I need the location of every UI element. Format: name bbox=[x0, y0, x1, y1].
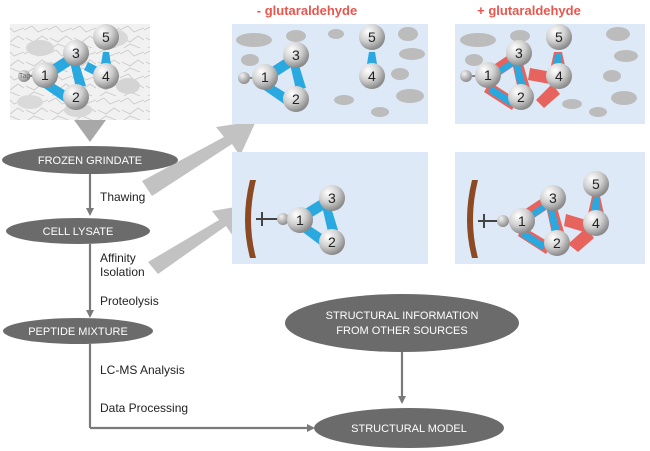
subunit-3-label: 3 bbox=[72, 45, 80, 61]
step-isolation: Isolation bbox=[100, 265, 145, 279]
panel-minus-bottom: 1 3 2 bbox=[232, 152, 428, 264]
cell-lysate-label: CELL LYSATE bbox=[43, 226, 114, 238]
affinity-bead-icon bbox=[245, 180, 256, 258]
panel-d-subunit-1: 1 bbox=[518, 213, 526, 229]
panel-d-subunit-5: 5 bbox=[592, 176, 600, 192]
panel-plus-bottom: 1 3 2 4 5 bbox=[455, 152, 645, 264]
frozen-grindate-node: FROZEN GRINDATE bbox=[2, 146, 178, 174]
step-lcms: LC-MS Analysis bbox=[100, 363, 185, 377]
down-wedge-icon bbox=[74, 120, 106, 142]
panel-a-subunit-3: 3 bbox=[292, 47, 300, 63]
step-affinity: Affinity bbox=[100, 251, 136, 265]
panel-c-subunit-1: 1 bbox=[296, 212, 304, 228]
panel-b-subunit-4: 4 bbox=[555, 68, 563, 84]
tag-label: Tag bbox=[19, 73, 30, 80]
wedge-arrow-bottom-icon bbox=[148, 205, 247, 274]
peptide-mixture-label: PEPTIDE MIXTURE bbox=[28, 326, 128, 338]
step-proteolysis: Proteolysis bbox=[100, 294, 159, 308]
plus-glutaraldehyde-title: + glutaraldehyde bbox=[477, 3, 581, 18]
panel-c-subunit-2: 2 bbox=[328, 234, 336, 250]
workflow-arrows bbox=[86, 172, 406, 432]
structural-model-label: STRUCTURAL MODEL bbox=[351, 423, 467, 435]
panel-a-subunit-5: 5 bbox=[368, 29, 376, 45]
step-data-processing: Data Processing bbox=[100, 401, 188, 415]
panel-a-subunit-1: 1 bbox=[261, 69, 269, 85]
structural-model-node: STRUCTURAL MODEL bbox=[314, 408, 504, 448]
panel-b-subunit-2: 2 bbox=[517, 89, 525, 105]
wedge-arrow-top-icon bbox=[142, 121, 256, 196]
panel-b-subunit-5: 5 bbox=[555, 29, 563, 45]
step-thawing: Thawing bbox=[100, 190, 145, 204]
frozen-grindate-label: FROZEN GRINDATE bbox=[38, 155, 142, 167]
wedge-arrows bbox=[142, 121, 256, 274]
cell-lysate-node: CELL LYSATE bbox=[6, 218, 150, 244]
subunit-4-label: 4 bbox=[102, 68, 110, 84]
panel-b-subunit-1: 1 bbox=[484, 67, 492, 83]
peptide-mixture-node: PEPTIDE MIXTURE bbox=[3, 318, 153, 344]
panel-plus-top: 1 3 2 4 5 bbox=[455, 24, 645, 124]
structural-info-node: STRUCTURAL INFORMATION FROM OTHER SOURCE… bbox=[285, 294, 519, 352]
structural-info-line2: FROM OTHER SOURCES bbox=[336, 325, 467, 337]
panel-minus-top: 1 3 2 5 4 bbox=[232, 24, 428, 124]
panel-c-subunit-3: 3 bbox=[328, 190, 336, 206]
subunit-1-label: 1 bbox=[41, 67, 49, 83]
complex-in-tissue: 1 3 2 4 5 Tag bbox=[18, 24, 119, 110]
subunit-2-label: 2 bbox=[72, 89, 80, 105]
panel-b-subunit-3: 3 bbox=[515, 45, 523, 61]
panel-a-subunit-2: 2 bbox=[292, 91, 300, 107]
subunit-5-label: 5 bbox=[102, 29, 110, 45]
panel-d-subunit-2: 2 bbox=[553, 235, 561, 251]
structural-info-line1: STRUCTURAL INFORMATION bbox=[326, 310, 479, 322]
affinity-bead-icon-2 bbox=[467, 180, 478, 258]
panel-d-subunit-3: 3 bbox=[549, 190, 557, 206]
panel-d-subunit-4: 4 bbox=[592, 215, 600, 231]
minus-glutaraldehyde-title: - glutaraldehyde bbox=[257, 3, 357, 18]
panel-a-subunit-4: 4 bbox=[368, 68, 376, 84]
